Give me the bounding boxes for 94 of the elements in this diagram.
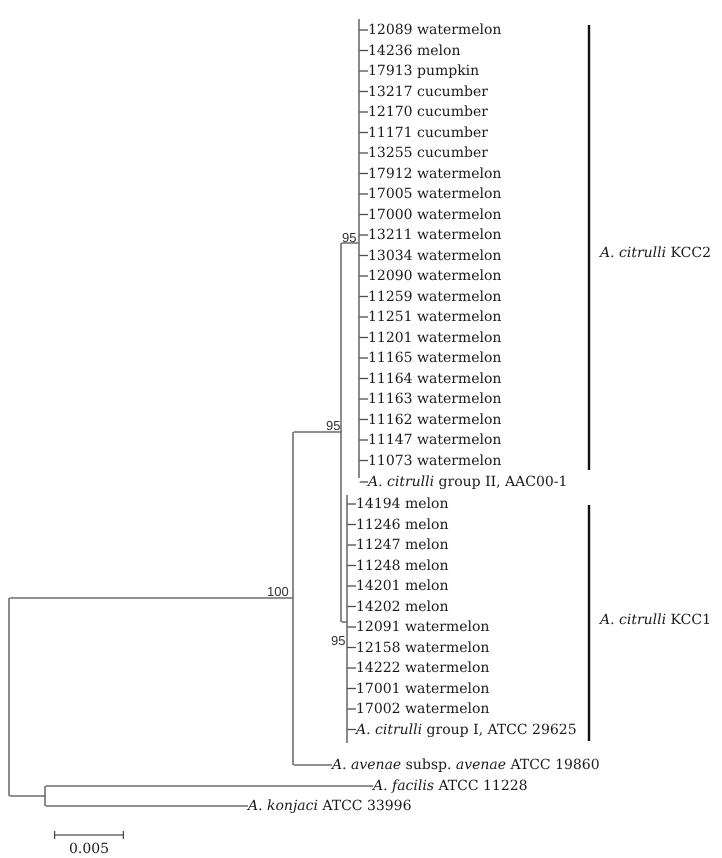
tree-branch	[359, 378, 368, 380]
tree-branch	[359, 132, 368, 134]
taxon-label: 17001 watermelon	[356, 680, 490, 696]
tree-branch	[359, 357, 368, 359]
taxon-label: 13034 watermelon	[368, 248, 502, 264]
tree-branch	[359, 90, 368, 92]
taxon-label: 11247 melon	[356, 537, 448, 553]
tree-branch	[359, 254, 368, 256]
bootstrap-value: 100	[267, 584, 289, 598]
taxon-label: 12089 watermelon	[368, 22, 502, 38]
taxon-label: 12170 cucumber	[368, 104, 488, 120]
clade-junction-line	[44, 786, 46, 806]
taxon-label: 11246 melon	[356, 516, 448, 532]
tree-branch	[347, 503, 356, 505]
clade-junction-line	[358, 19, 360, 478]
tree-branch	[359, 214, 368, 216]
taxon-label: 12091 watermelon	[356, 619, 490, 635]
tree-branch	[359, 481, 368, 483]
tree-branch	[45, 785, 373, 787]
clade-label: A. citrulli KCC1	[600, 612, 711, 628]
taxon-label: 11163 watermelon	[368, 391, 502, 407]
taxon-label: 11248 melon	[356, 558, 448, 574]
tree-branch	[347, 564, 356, 566]
taxon-label: 11259 watermelon	[368, 288, 502, 304]
tree-branch	[347, 728, 356, 730]
tree-branch	[359, 111, 368, 113]
taxon-label: 17913 pumpkin	[368, 63, 480, 79]
clade-label: A. citrulli KCC2	[600, 245, 711, 261]
taxon-label: 13255 cucumber	[368, 145, 488, 161]
taxon-label: 11171 cucumber	[368, 124, 488, 140]
tree-branch	[359, 336, 368, 338]
taxon-label: 14236 melon	[368, 42, 460, 58]
bootstrap-value: 95	[331, 632, 346, 648]
tree-branch	[347, 667, 356, 669]
taxon-label: A. citrulli group I, ATCC 29625	[356, 722, 577, 738]
tree-branch	[359, 152, 368, 154]
tree-branch	[347, 708, 356, 710]
taxon-label: 14202 melon	[356, 598, 448, 614]
taxon-label: 14201 melon	[356, 578, 448, 594]
tree-branch	[359, 193, 368, 195]
tree-branch	[9, 597, 292, 599]
taxon-label: 11201 watermelon	[368, 330, 502, 346]
tree-branch	[347, 544, 356, 546]
taxon-label: 11073 watermelon	[368, 452, 502, 468]
tree-branch	[347, 606, 356, 608]
tree-branch	[341, 621, 346, 623]
tree-branch	[359, 460, 368, 462]
tree-branch	[359, 296, 368, 298]
tree-branch	[359, 398, 368, 400]
tree-branch	[359, 275, 368, 277]
tree-branch	[359, 50, 368, 52]
taxon-label: 11162 watermelon	[368, 412, 502, 428]
tree-branch	[347, 585, 356, 587]
tree-branch	[359, 316, 368, 318]
taxon-label: 17002 watermelon	[356, 701, 490, 717]
taxon-label: A. avenae subsp. avenae ATCC 19860	[332, 757, 600, 773]
clade-junction-line	[8, 598, 10, 796]
taxon-label: 11165 watermelon	[368, 350, 502, 366]
tree-branch	[347, 646, 356, 648]
clade-junction-line	[292, 432, 294, 765]
taxon-label: 17912 watermelon	[368, 166, 502, 182]
taxon-label: 14222 watermelon	[356, 660, 490, 676]
tree-branch	[293, 431, 340, 433]
tree-branch	[359, 439, 368, 441]
tree-branch	[347, 626, 356, 628]
taxon-label: 11251 watermelon	[368, 309, 502, 325]
taxon-label: A. facilis ATCC 11228	[373, 778, 528, 794]
bootstrap-value: 95	[342, 230, 356, 244]
clade-junction-line	[346, 495, 348, 743]
tree-branch	[347, 688, 356, 690]
tree-branch	[45, 805, 248, 807]
taxon-label: 11147 watermelon	[368, 432, 502, 448]
tree-branch	[341, 242, 358, 244]
taxon-label: A. citrulli group II, AAC00-1	[368, 474, 568, 490]
taxon-label: 14194 melon	[356, 496, 448, 512]
tree-branch	[359, 70, 368, 72]
taxon-label: 17000 watermelon	[368, 206, 502, 222]
taxon-label: 17005 watermelon	[368, 186, 502, 202]
tree-branch	[9, 795, 44, 797]
taxon-label: 11164 watermelon	[368, 370, 502, 386]
taxon-label: 12090 watermelon	[368, 268, 502, 284]
tree-branch	[359, 172, 368, 174]
taxon-label: 13217 cucumber	[368, 84, 488, 100]
bootstrap-value: 95	[326, 418, 340, 432]
scale-value: 0.005	[69, 841, 110, 857]
tree-branch	[359, 234, 368, 236]
tree-branch	[293, 764, 332, 766]
clade-junction-line	[340, 243, 342, 622]
tree-branch	[359, 418, 368, 420]
tree-branch	[359, 29, 368, 31]
taxon-label: A. konjaci ATCC 33996	[248, 798, 412, 814]
taxon-label: 13211 watermelon	[368, 227, 502, 243]
tree-branch	[347, 524, 356, 526]
taxon-label: 12158 watermelon	[356, 640, 490, 656]
